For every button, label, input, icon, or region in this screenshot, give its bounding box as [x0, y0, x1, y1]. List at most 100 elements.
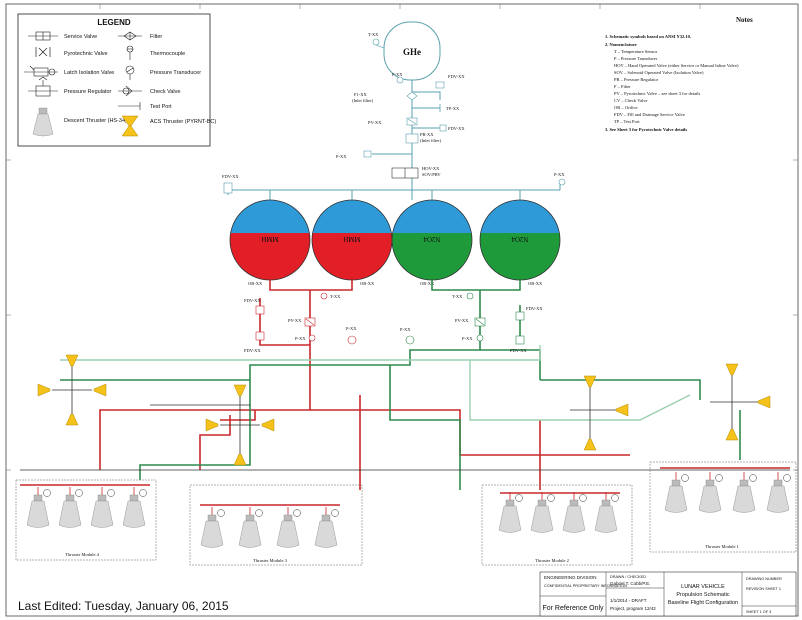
descent-thruster-icon: [58, 500, 82, 528]
legend-label-check-valve: Check Valve: [150, 89, 180, 95]
pv-ox-label: PV-XX: [455, 318, 469, 323]
fdv-top-label: FDV-XX: [448, 74, 465, 79]
ox-mod2-drop: [389, 365, 461, 490]
thruster-module-4-label: Thruster Module 4: [65, 552, 99, 557]
title-block: ENGINEERING DIVISION CONFIDENTIAL PROPRI…: [539, 571, 797, 617]
descent-thruster-icon: [32, 107, 54, 137]
pv-top-valve-icon: [406, 117, 418, 126]
legend-label-pressure-transducer: Pressure Transducer: [150, 70, 201, 76]
notes-line-13: TP – Test Port: [614, 119, 640, 124]
acs-thruster-icon: [65, 413, 79, 426]
fuel-tank-2: MMH: [311, 199, 393, 281]
acs-thruster-icon: [583, 375, 597, 388]
block-title-2: Propulsion Schematic: [676, 592, 729, 598]
p-mid-label: P-XX: [392, 72, 403, 77]
thruster-valve-icon: [739, 479, 749, 487]
gauge-icon: [547, 494, 555, 502]
thruster-valve-icon: [283, 514, 293, 522]
or-2-label: OR-XX: [360, 281, 375, 286]
descent-thruster-icon: [90, 500, 114, 528]
oxidizer-feed-system: T-XX P-XX PV-XX P-XX FDV-XX FDV-XX: [60, 280, 741, 490]
legend-label-filter: Filter: [150, 34, 162, 40]
notes-line-7: PR – Pressure Regulator: [614, 77, 659, 82]
fuel-tank-2-label: MMH: [343, 235, 361, 243]
block-right-1: DRAWING NUMBER: [746, 577, 782, 581]
p-fuel-2-label: P-XX: [346, 326, 357, 331]
border-zone-ticks: [6, 4, 798, 471]
pressure-regulator-icon: [28, 76, 58, 97]
gauge-icon: [749, 474, 757, 482]
thruster-valve-icon: [537, 499, 547, 507]
thruster-valve-icon: [569, 499, 579, 507]
filter-label: F1-XX: [354, 92, 368, 97]
descent-thruster-icon: [276, 520, 300, 548]
gauge-icon: [681, 474, 689, 482]
propellant-tanks: MMH MMH N2O4 N2O4 OR-XX OR-XX OR-XX OR-X…: [229, 199, 561, 286]
fuel-tank-2-ullage: [312, 200, 392, 233]
gauge-icon: [715, 474, 723, 482]
or-3-label: OR-XX: [420, 281, 435, 286]
thruster-module-1: Thruster Module 1: [649, 461, 797, 553]
legend-label-test-port: Test Port: [150, 104, 172, 110]
acs-thruster-icon: [65, 354, 79, 367]
pv-ox-valve-icon: [474, 317, 486, 327]
p-left-label: P-XX: [336, 154, 347, 159]
p-mid-transducer-icon: [396, 76, 404, 84]
notes-line-3: T – Temperature Sensor: [614, 49, 658, 54]
oxidizer-tank-2-label: N2O4: [511, 235, 529, 243]
t-ox-label: T-XX: [452, 294, 463, 299]
gauge-icon: [611, 494, 619, 502]
block-left-top: ENGINEERING DIVISION: [544, 575, 597, 580]
fdv-right-valve-icon: [439, 124, 447, 132]
ox-mod3-feed: [139, 400, 251, 480]
block-mid-date2: Project, program 12/42: [610, 606, 656, 611]
descent-thruster-icon: [122, 500, 146, 528]
oxidizer-tank-1: N2O4: [391, 199, 473, 281]
block-mid-top: DRAWN / CHECKED: [610, 575, 646, 579]
acs-thruster-icon: [725, 428, 739, 441]
legend-label-latch-isolation-valve: Latch Isolation Valve: [64, 70, 114, 76]
notes-line-8: F – Filter: [614, 84, 631, 89]
gauge-icon: [783, 474, 791, 482]
t-fuel-thermocouple-icon: [320, 292, 328, 300]
thruster-module-1-label: Thruster Module 1: [705, 544, 739, 549]
fuel-tank-1-ullage: [230, 200, 310, 233]
block-mid-name: Gabriel T. Cobb/P.E.: [610, 581, 650, 586]
module-3-thrusters: [200, 507, 339, 548]
acs-thruster-icon: [725, 363, 739, 376]
p-fuel-2-transducer-icon: [347, 335, 357, 345]
module-2-thrusters: [498, 492, 619, 533]
thruster-module-2: Thruster Module 2: [481, 484, 633, 566]
notes-line-6: SOV – Solenoid Operated Valve (Isolation…: [614, 70, 704, 75]
block-title-3: Baseline Flight Configuration: [668, 600, 738, 606]
block-mid-date: 1/1/2014 - DRAFT: [610, 598, 647, 603]
notes-line-9: PV – Pyrotechnic Valve – see sheet 3 for…: [614, 91, 700, 96]
gauge-icon: [139, 489, 147, 497]
pv-fuel-label: PV-XX: [288, 318, 302, 323]
ghe-t-label: T-XX: [368, 32, 379, 37]
pv-fuel-valve-icon: [304, 317, 316, 327]
module-1-thrusters: [664, 472, 791, 513]
notes-line-1: 1. Schematic symbols based on ANSI Y32.1…: [605, 34, 691, 39]
descent-thruster-icon: [530, 505, 554, 533]
thruster-valve-icon: [321, 514, 331, 522]
descent-thruster-icon: [562, 505, 586, 533]
block-title-1: LUNAR VEHICLE: [681, 584, 725, 590]
acs-thruster-icon: [121, 115, 139, 137]
descent-thruster-icon: [766, 485, 790, 513]
fuel-feed-system: T-XX FDV-XX FDV-XX PV-XX P-XX P-XX: [20, 280, 790, 506]
p-left-transducer-icon: [363, 150, 372, 158]
thruster-valve-icon: [97, 494, 107, 502]
inlet-filter-icon: [406, 91, 418, 101]
oxidizer-tank-1-ullage: [392, 200, 472, 233]
descent-thruster-icon: [314, 520, 338, 548]
descent-thruster-icon: [200, 520, 224, 548]
fdv-ox-2-label: FDV-XX: [510, 348, 527, 353]
thermocouple-icon: [126, 45, 134, 60]
module-4-thrusters: [26, 487, 147, 528]
gauge-icon: [75, 489, 83, 497]
acs-cluster-center-right: [570, 375, 629, 451]
p-fuel-1-transducer-icon: [308, 334, 316, 342]
thruster-valve-icon: [671, 479, 681, 487]
thruster-valve-icon: [245, 514, 255, 522]
